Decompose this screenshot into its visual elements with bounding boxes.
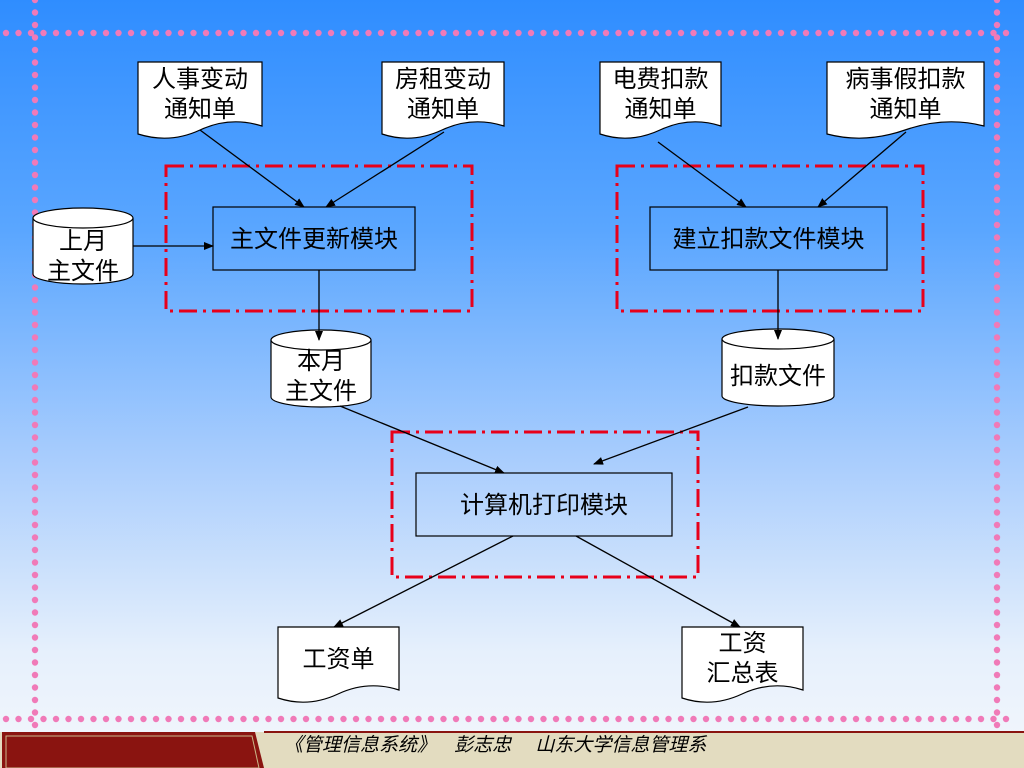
footer-dept: 山东大学信息管理系 (535, 734, 707, 756)
arrow-print-to-summary (575, 535, 741, 628)
last-month-file-line1: 上月 (59, 227, 107, 255)
last-month-file-line2: 主文件 (47, 257, 119, 285)
personnel-notice-line1: 人事变动 (152, 65, 248, 93)
process-print (415, 472, 673, 537)
frame-print (390, 430, 700, 579)
personnel-notice-line2: 通知单 (164, 95, 236, 123)
print-module-label: 计算机打印模块 (460, 491, 628, 519)
leave-notice-line1: 病事假扣款 (845, 65, 966, 93)
master-update-label: 主文件更新模块 (230, 225, 398, 253)
arrow-personnel-to-update (199, 129, 305, 208)
electricity-notice-line2: 通知单 (624, 95, 697, 123)
salary-summary-line1: 工资 (718, 629, 767, 657)
arrow-deductionfile-to-print (593, 406, 749, 465)
process-master-update (212, 206, 416, 271)
this-month-file-line1: 本月 (297, 347, 345, 375)
arrow-thismonth-to-print (339, 405, 505, 474)
process-deduction (649, 206, 888, 271)
doc-electricity-notice (599, 61, 722, 139)
rent-notice-line1: 房租变动 (395, 65, 491, 93)
footer-book: 《管理信息系统》 (284, 734, 437, 756)
footer-author: 彭志忠 (454, 734, 512, 756)
arrow-electricity-to-deduction (657, 141, 747, 208)
this-month-file-line2: 主文件 (285, 377, 357, 405)
arrow-leave-to-deduction (817, 131, 907, 208)
rent-notice-line2: 通知单 (407, 95, 479, 123)
payslip-label: 工资单 (302, 645, 375, 673)
electricity-notice-line1: 电费扣款 (612, 65, 709, 93)
deduction-file-label: 扣款文件 (730, 362, 826, 390)
arrow-rent-to-update (325, 131, 445, 208)
frame-deduction (615, 164, 925, 313)
doc-rent-notice (381, 61, 505, 139)
cylinder-last-month-file (32, 207, 134, 285)
doc-payslip (277, 626, 400, 703)
leave-notice-line2: 通知单 (869, 95, 942, 123)
footer-caption: 《管理信息系统》 彭志忠 山东大学信息管理系 (284, 730, 706, 757)
arrow-print-to-payslip (333, 535, 514, 628)
deduction-module-label: 建立扣款文件模块 (672, 225, 865, 253)
footer-bar (0, 731, 1024, 768)
doc-salary-summary (681, 626, 804, 703)
doc-leave-notice (826, 61, 985, 139)
salary-summary-line2: 汇总表 (706, 659, 779, 687)
